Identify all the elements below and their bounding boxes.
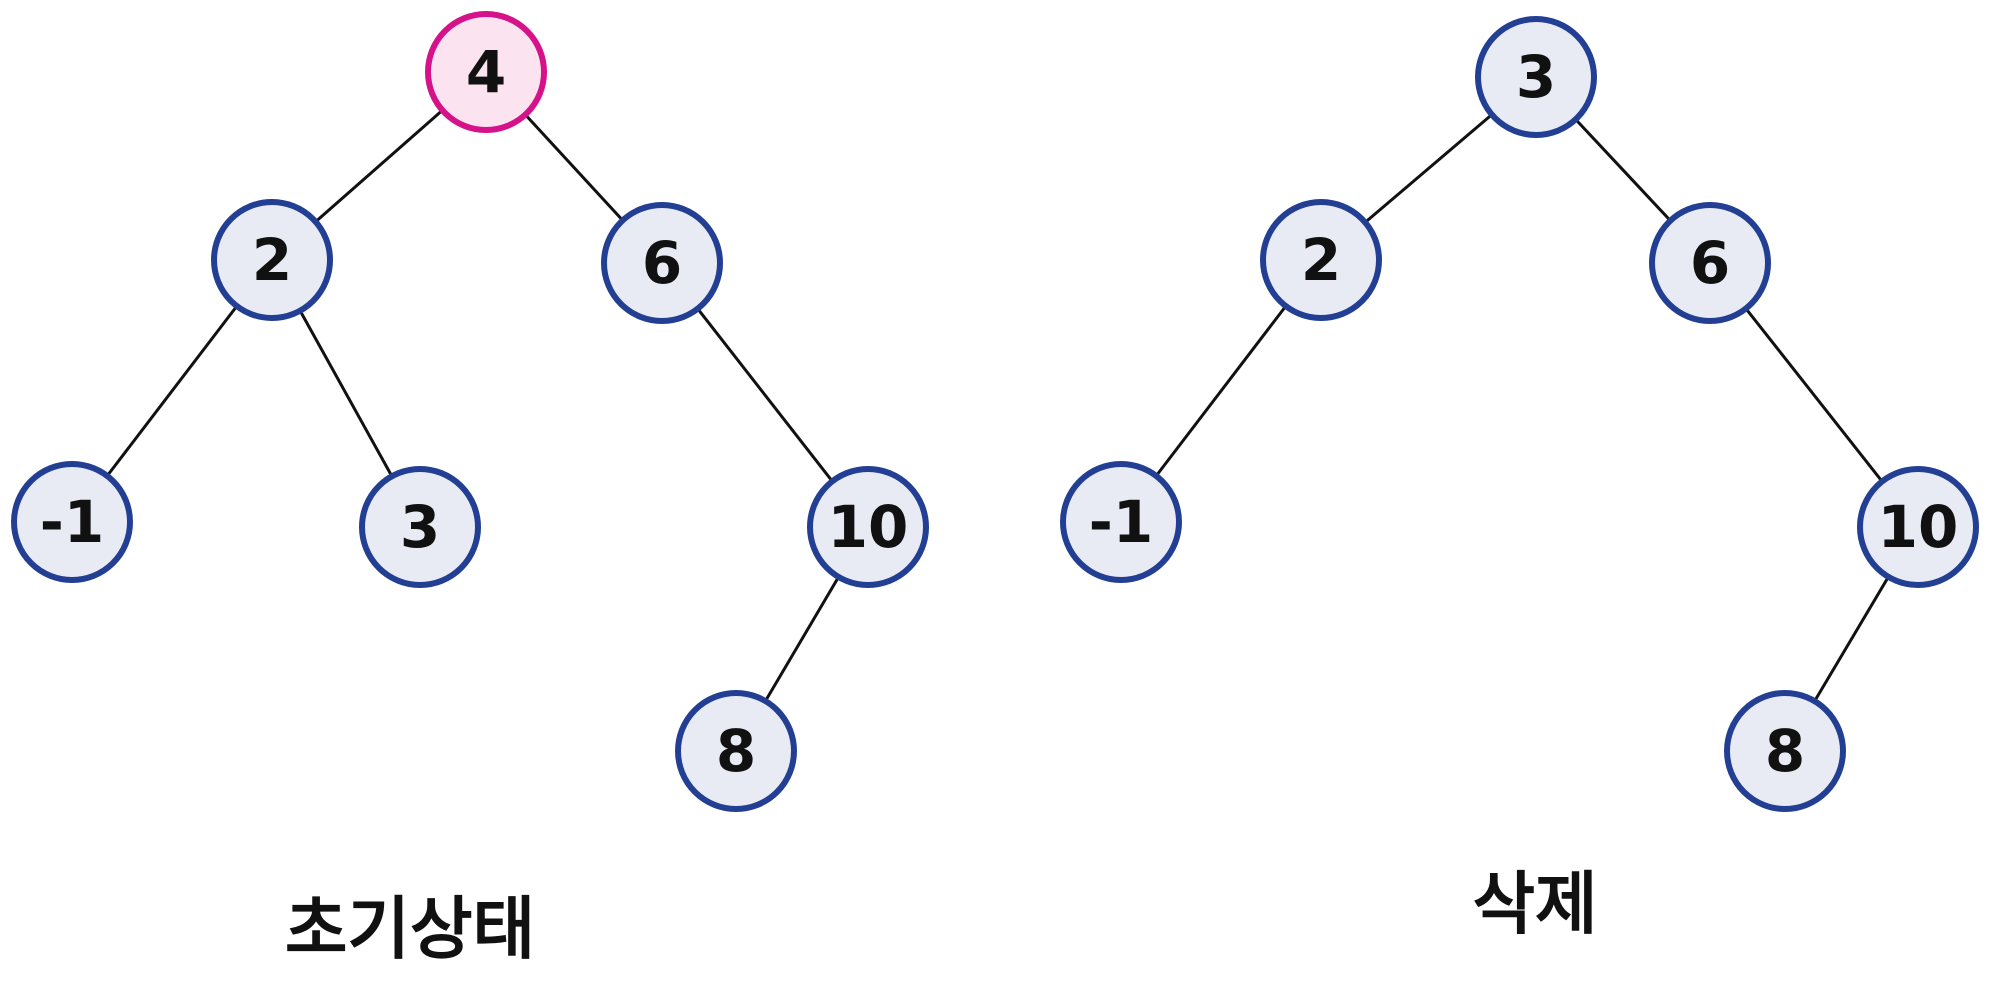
tree-node: 3 [359, 466, 481, 588]
node-deleted-root: 4 [425, 11, 547, 133]
node-label: 2 [1301, 226, 1341, 294]
tree-edge [1574, 118, 1672, 222]
node-label: 6 [642, 229, 682, 297]
tree-node: 8 [1724, 690, 1846, 812]
tree-node: -1 [11, 461, 133, 583]
tree-edge [696, 307, 834, 483]
node-circle [359, 466, 481, 588]
tree-node: 2 [211, 199, 333, 321]
tree-edge [524, 113, 624, 222]
node-circle [211, 199, 333, 321]
node-label: 2 [252, 226, 292, 294]
node-circle [11, 461, 133, 583]
tree-edge [1813, 576, 1890, 702]
tree-node: 6 [601, 202, 723, 324]
node-label: 6 [1690, 229, 1730, 297]
node-label: -1 [1089, 488, 1153, 556]
tree-node: 2 [1260, 199, 1382, 321]
node-label: 3 [400, 493, 440, 561]
node-label: 8 [716, 717, 756, 785]
tree-edge [1744, 307, 1884, 483]
node-circle [1260, 199, 1382, 321]
after-deletion-caption: 삭제 [1472, 866, 1597, 945]
tree-edge [106, 305, 238, 477]
node-label: 3 [1516, 43, 1556, 111]
node-label: 10 [1878, 493, 1959, 561]
node-label: 8 [1765, 717, 1805, 785]
initial-state-caption: 초기상태 [285, 891, 535, 970]
tree-edge [764, 576, 840, 702]
node-label: 4 [466, 38, 506, 106]
node-circle [425, 11, 547, 133]
tree-node: 10 [1857, 466, 1979, 588]
tree-edge [1155, 305, 1287, 477]
node-circle [1649, 202, 1771, 324]
node-circle [1475, 16, 1597, 138]
tree-node: -1 [1060, 461, 1182, 583]
node-circle [601, 202, 723, 324]
tree-node: 8 [675, 690, 797, 812]
node-circle [1060, 461, 1182, 583]
tree-edge [1364, 113, 1493, 224]
tree-edge [298, 310, 394, 477]
tree-edge [314, 109, 444, 223]
node-label: 10 [828, 493, 909, 561]
node-circle [1724, 690, 1846, 812]
node-label: -1 [40, 488, 104, 556]
node-circle [1857, 466, 1979, 588]
node-circle [675, 690, 797, 812]
tree-node: 10 [807, 466, 929, 588]
tree-node: 3 [1475, 16, 1597, 138]
after-deletion-tree: 3 2 6 -1 10 8 삭제 [1060, 16, 1979, 945]
tree-node: 6 [1649, 202, 1771, 324]
initial-state-tree: 4 2 6 -1 3 10 8 초기상태 [11, 11, 929, 970]
node-circle [807, 466, 929, 588]
